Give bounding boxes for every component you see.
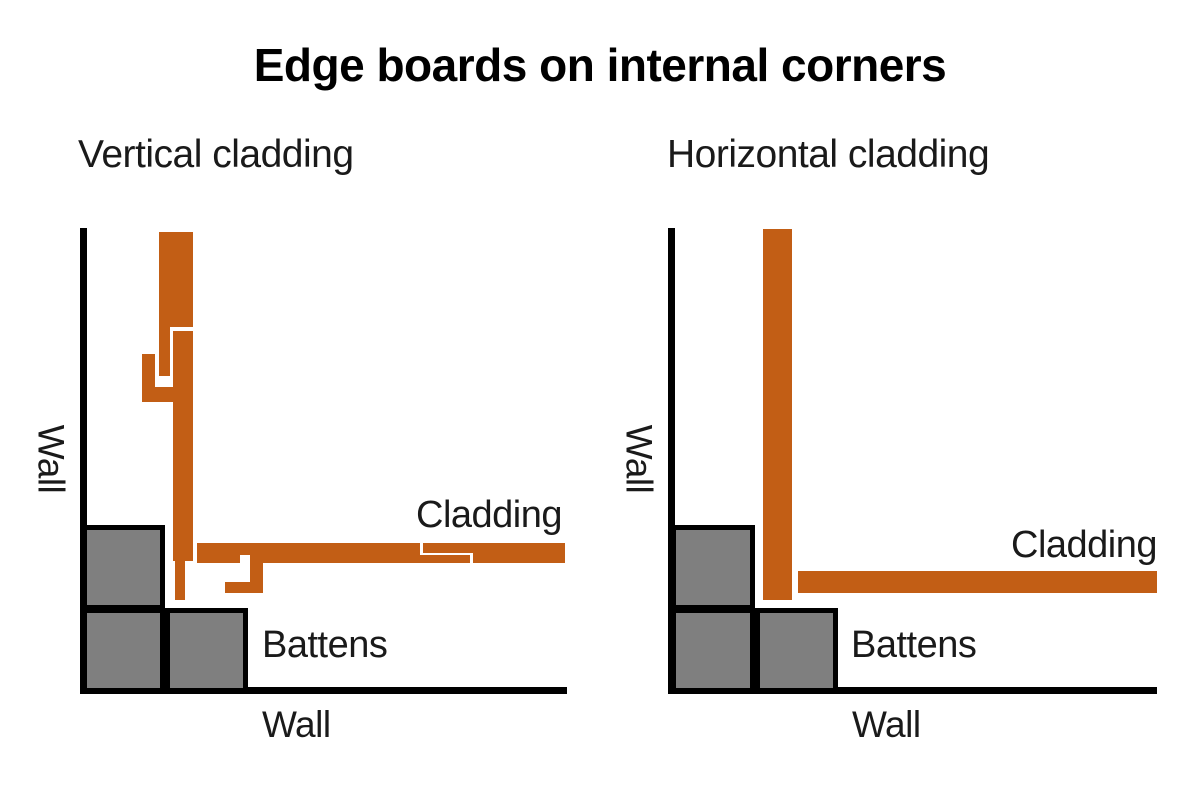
left-horizontal-board-far [473, 553, 565, 563]
left-wall-bottom-label: Wall [262, 704, 331, 745]
right-battens-label: Battens [851, 624, 977, 666]
page-title: Edge boards on internal corners [253, 39, 947, 91]
left-horizontal-board-far-lap [423, 543, 565, 553]
right-vertical-board [763, 229, 792, 600]
right-cladding-label: Cladding [1011, 524, 1158, 566]
right-wall-line-horizontal [668, 687, 1157, 694]
right-panel-subtitle: Horizontal cladding [667, 133, 990, 176]
right-wall-bottom-label: Wall [852, 704, 921, 745]
left-battens-label: Battens [262, 624, 388, 666]
left-wall-line-horizontal [80, 687, 567, 694]
left-vertical-board-lower-tip [175, 561, 185, 600]
left-batten-bottom-right [165, 608, 248, 693]
left-vertical-board-upper [159, 232, 193, 327]
left-horizontal-board-groove-notch [240, 555, 250, 563]
left-cladding-label: Cladding [416, 494, 563, 536]
right-batten-top [671, 525, 755, 610]
right-batten-bottom-left [671, 608, 755, 693]
left-batten-top [82, 525, 165, 610]
left-wall-line-vertical [80, 228, 87, 694]
right-wall-side-label: Wall [618, 424, 660, 494]
left-vertical-board-lower-arm-horizontal [142, 387, 193, 402]
right-horizontal-board [798, 571, 1157, 593]
left-vertical-board-lower [173, 331, 193, 561]
left-batten-bottom-left [82, 608, 165, 693]
left-panel-subtitle: Vertical cladding [78, 133, 354, 176]
left-horizontal-board-joint-foot [225, 582, 263, 593]
left-horizontal-board-near [197, 543, 420, 563]
right-wall-line-vertical [668, 228, 675, 694]
right-batten-bottom-right [755, 608, 838, 693]
left-wall-side-label: Wall [30, 424, 72, 494]
left-vertical-board-upper-tongue [159, 327, 170, 376]
left-horizontal-board-near-lap [420, 555, 470, 563]
